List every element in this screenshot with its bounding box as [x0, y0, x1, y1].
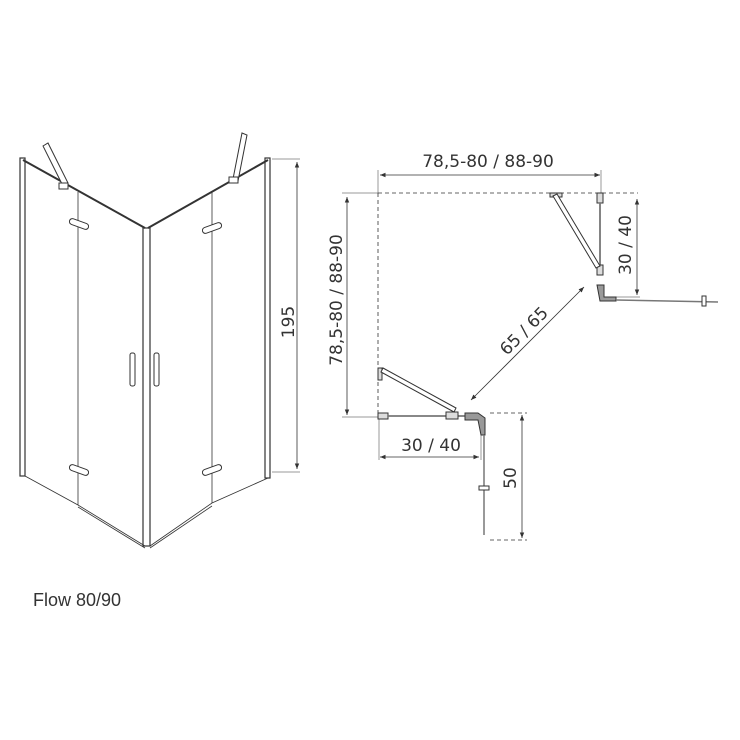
- front-view: [19, 132, 300, 549]
- right-wall-profile: [264, 157, 271, 479]
- plan-view: [342, 170, 719, 541]
- height-label: 195: [279, 306, 299, 338]
- left-fixed-panel: [377, 367, 490, 535]
- right-fixed-panel: [549, 192, 719, 307]
- hinges: [68, 218, 223, 476]
- right-fixed-label: 30 / 40: [616, 215, 636, 275]
- bottom-fixed-label: 30 / 40: [401, 436, 461, 456]
- entry-label: 65 / 65: [496, 303, 552, 359]
- height-dimension: [272, 158, 300, 473]
- door-swing-label: 50: [501, 467, 521, 489]
- left-handle: [129, 352, 136, 387]
- center-post: [142, 227, 151, 547]
- stabilizer-bars: [42, 132, 248, 190]
- product-caption: Flow 80/90: [33, 590, 122, 610]
- left-wall-profile: [19, 157, 26, 477]
- width-label: 78,5-80 / 88-90: [422, 152, 554, 172]
- depth-label: 78,5-80 / 88-90: [327, 234, 347, 366]
- entry-dimension: [470, 286, 585, 401]
- right-handle: [153, 352, 160, 387]
